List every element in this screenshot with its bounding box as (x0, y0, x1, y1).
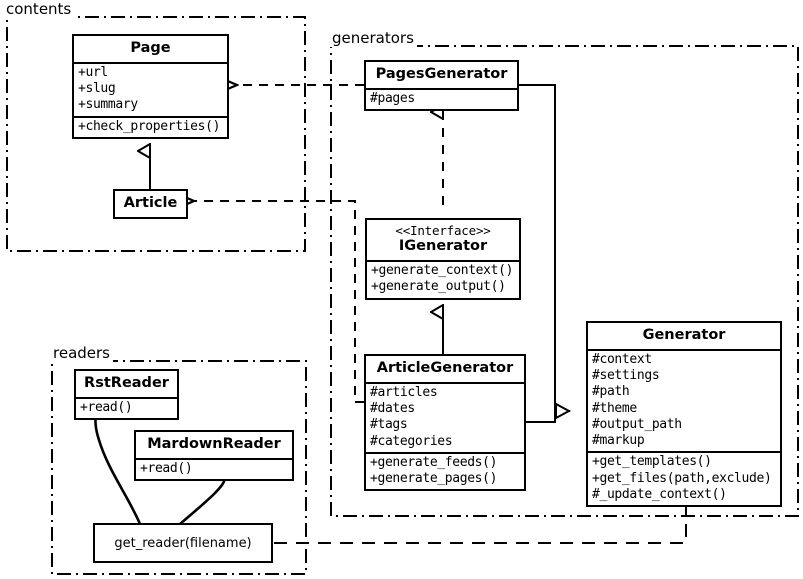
attribute-row: +url (78, 64, 108, 80)
class-page-methods: +check_properties() (74, 115, 227, 137)
class-generator-attributes: #context #settings #path #theme #output_… (588, 348, 780, 452)
attribute-row: #path (592, 384, 630, 400)
class-pagesgenerator[interactable]: PagesGenerator #pages (364, 60, 519, 111)
function-get-reader-label: get_reader(filename) (114, 535, 252, 551)
method-row: +get_templates() (592, 454, 712, 470)
class-article-name: Article (123, 195, 178, 211)
attribute-row: #dates (370, 400, 415, 416)
class-igenerator-stereotype: <<Interface>> (395, 223, 491, 238)
class-articlegenerator-attributes: #articles #dates #tags #categories (366, 381, 524, 452)
method-row: +get_files(path,exclude) (592, 470, 772, 486)
class-igenerator-name: <<Interface>> IGenerator (367, 220, 519, 260)
attribute-row: #output_path (592, 416, 682, 432)
method-row: #_update_context() (592, 487, 727, 503)
attribute-row: #articles (370, 384, 438, 400)
attribute-row: +summary (78, 97, 138, 113)
attribute-row: #theme (592, 400, 637, 416)
attribute-row: +slug (78, 80, 116, 96)
class-generator-name: Generator (642, 327, 726, 343)
attribute-row: #tags (370, 417, 408, 433)
class-mardownreader[interactable]: MardownReader +read() (134, 430, 294, 481)
class-rstreader-methods: +read() (76, 396, 177, 418)
attribute-row: #markup (592, 433, 645, 449)
method-row: +generate_output() (371, 279, 506, 295)
package-label-generators: generators (330, 29, 417, 47)
attribute-row: #settings (592, 367, 660, 383)
class-articlegenerator[interactable]: ArticleGenerator #articles #dates #tags … (364, 354, 526, 492)
method-row: +read() (80, 399, 133, 415)
class-articlegenerator-name: ArticleGenerator (376, 360, 514, 376)
method-row: +generate_pages() (370, 471, 498, 487)
class-pagesgenerator-name: PagesGenerator (375, 66, 508, 82)
class-igenerator-methods: +generate_context() +generate_output() (367, 260, 519, 298)
class-page[interactable]: Page +url +slug +summary +check_properti… (72, 34, 229, 139)
class-rstreader[interactable]: RstReader +read() (74, 369, 179, 420)
link-pagesgenerator-to-generator (519, 84, 570, 412)
attribute-row: #categories (370, 433, 453, 449)
class-mardownreader-methods: +read() (136, 457, 292, 479)
class-page-attributes: +url +slug +summary (74, 61, 227, 116)
class-page-name: Page (130, 40, 171, 56)
function-get-reader[interactable]: get_reader(filename) (93, 523, 273, 563)
class-generator-methods: +get_templates() +get_files(path,exclude… (588, 451, 780, 505)
class-mardownreader-name: MardownReader (147, 436, 281, 452)
attribute-row: #pages (370, 90, 415, 106)
class-article[interactable]: Article (113, 189, 188, 219)
class-pagesgenerator-attributes: #pages (366, 87, 517, 109)
link-getreader-to-mardownreader (179, 470, 240, 525)
package-label-readers: readers (51, 344, 113, 362)
package-label-contents: contents (4, 0, 75, 18)
class-igenerator-label: IGenerator (398, 238, 488, 255)
link-articlegenerator-to-generator (526, 411, 570, 423)
method-row: +generate_context() (371, 263, 514, 279)
method-row: +read() (140, 460, 193, 476)
method-row: +check_properties() (78, 118, 221, 134)
method-row: +generate_feeds() (370, 454, 498, 470)
class-articlegenerator-methods: +generate_feeds() +generate_pages() (366, 451, 524, 490)
link-articlegenerator-to-article (195, 201, 364, 403)
class-generator[interactable]: Generator #context #settings #path #them… (586, 321, 782, 508)
class-rstreader-name: RstReader (84, 375, 169, 391)
attribute-row: #context (592, 351, 652, 367)
class-igenerator[interactable]: <<Interface>> IGenerator +generate_conte… (365, 218, 521, 300)
link-generator-to-getreader (272, 502, 687, 543)
